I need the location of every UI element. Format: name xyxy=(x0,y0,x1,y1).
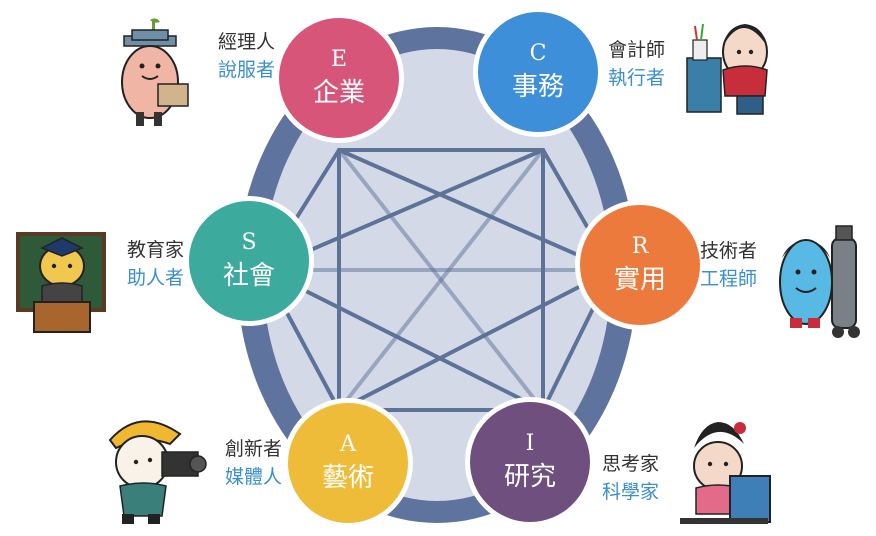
label-role: 科學家 xyxy=(602,481,660,503)
type-name: 事務 xyxy=(511,72,564,102)
label-S: 教育家 助人者 xyxy=(112,236,184,292)
type-node-A: A 藝術 xyxy=(288,403,408,523)
type-code: I xyxy=(525,431,535,456)
label-role: 助人者 xyxy=(126,267,184,289)
type-name: 企業 xyxy=(312,78,365,108)
type-name: 社會 xyxy=(222,261,275,291)
camera-operator-character-icon xyxy=(108,420,207,524)
label-title: 教育家 xyxy=(126,239,184,261)
edge-C-S xyxy=(262,148,545,272)
salesperson-character-icon xyxy=(121,18,189,126)
type-node-E: E 企業 xyxy=(279,18,399,138)
label-title: 創新者 xyxy=(224,438,282,460)
label-R: 技術者 工程師 xyxy=(700,237,770,293)
label-role: 執行者 xyxy=(608,67,666,89)
edge-S-I xyxy=(262,268,545,412)
type-node-I: I 研究 xyxy=(470,402,590,522)
type-code: R xyxy=(631,234,649,259)
type-code: A xyxy=(340,432,356,457)
type-code: S xyxy=(241,230,257,255)
edge-E-R xyxy=(337,148,614,272)
label-E: 經理人 說服者 xyxy=(205,28,275,84)
label-role: 說服者 xyxy=(217,59,275,81)
reading-scientist-character-icon xyxy=(680,422,771,524)
type-name: 實用 xyxy=(613,265,666,295)
label-A: 創新者 媒體人 xyxy=(210,435,282,491)
desk-worker-character-icon xyxy=(686,23,768,115)
edge-R-A xyxy=(337,268,614,412)
label-role: 工程師 xyxy=(700,268,758,290)
type-code: E xyxy=(330,47,348,72)
label-title: 思考家 xyxy=(602,453,660,475)
type-code: C xyxy=(529,41,547,66)
type-name: 藝術 xyxy=(321,463,374,493)
label-I: 思考家 科學家 xyxy=(602,450,672,506)
type-node-R: R 實用 xyxy=(580,205,700,325)
label-role: 媒體人 xyxy=(224,466,282,488)
type-name: 研究 xyxy=(503,462,556,492)
label-title: 技術者 xyxy=(700,240,758,262)
label-title: 經理人 xyxy=(217,31,275,53)
type-node-S: S 社會 xyxy=(189,201,309,321)
type-node-C: C 事務 xyxy=(478,12,598,132)
engineer-character-icon xyxy=(779,225,860,338)
label-C: 會計師 執行者 xyxy=(608,36,678,92)
teacher-character-icon xyxy=(16,232,106,333)
label-title: 會計師 xyxy=(608,39,666,61)
edge-C-A xyxy=(337,148,545,412)
